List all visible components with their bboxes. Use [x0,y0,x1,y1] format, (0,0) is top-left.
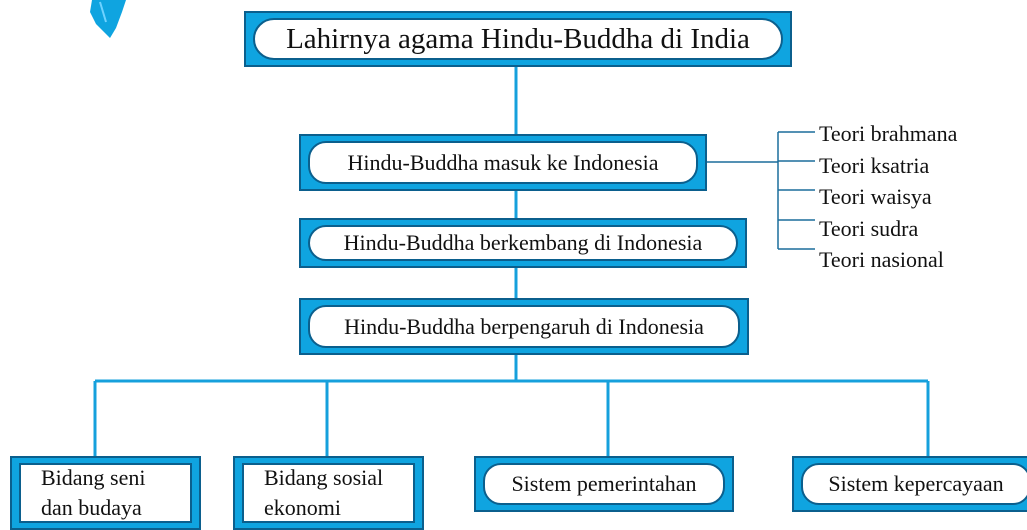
theory-item-nasional: Teori nasional [819,247,944,272]
field-box-kepercayaan: Sistem kepercayaan [792,456,1027,512]
step-box-berkembang: Hindu-Buddha berkembang di Indonesia [299,218,747,268]
step-box-berpengaruh: Hindu-Buddha berpengaruh di Indonesia [299,298,749,355]
field-box-pemerintahan: Sistem pemerintahan [474,456,734,512]
root-label: Lahirnya agama Hindu-Buddha di India [253,18,783,60]
theory-list: Teori brahmana Teori ksatria Teori waisy… [819,118,957,276]
step-box-masuk: Hindu-Buddha masuk ke Indonesia [299,134,707,191]
theory-item-sudra: Teori sudra [819,215,919,241]
root-box: Lahirnya agama Hindu-Buddha di India [244,11,792,67]
field-label-pemerintahan: Sistem pemerintahan [483,463,725,505]
theory-item-ksatria: Teori ksatria [819,152,930,178]
step-label-berkembang: Hindu-Buddha berkembang di Indonesia [308,225,738,261]
step-label-masuk: Hindu-Buddha masuk ke Indonesia [308,141,698,184]
field-label-kepercayaan: Sistem kepercayaan [801,463,1027,505]
step-label-berpengaruh: Hindu-Buddha berpengaruh di Indonesia [308,305,740,348]
theory-item-waisya: Teori waisya [819,184,932,209]
theory-item-brahmana: Teori brahmana [819,121,958,146]
blue-blob-decoration [90,0,126,38]
